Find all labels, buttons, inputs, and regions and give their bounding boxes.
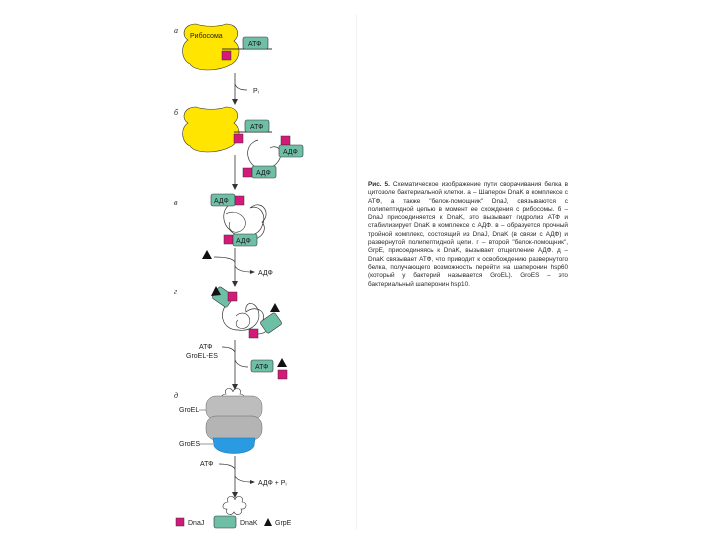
grpe-triangle <box>270 303 280 312</box>
groel-es-input-label: GroEL-ES <box>186 353 218 360</box>
dnaj-square <box>277 369 288 380</box>
stage-label-v: в <box>174 198 178 207</box>
grpe-triangle <box>211 286 221 296</box>
atp-d-label: АТФ <box>200 461 214 468</box>
legend: DnaJ DnaK GrpE <box>175 515 292 529</box>
adp-branch <box>234 265 253 273</box>
dnaj-square <box>233 133 244 144</box>
stage-label-g: г <box>174 287 177 296</box>
legend-grpe-swatch <box>264 518 272 526</box>
dnaj-square <box>280 135 291 146</box>
groes-cap <box>212 437 256 454</box>
dnak-box <box>250 359 274 373</box>
caption-divider <box>356 14 357 530</box>
stage-v: АДФ АДФ <box>210 193 267 247</box>
arrow-head <box>250 270 255 274</box>
stage-label-d: д <box>174 391 178 400</box>
release-branch <box>234 359 249 368</box>
arrow-head <box>232 492 238 498</box>
stage-b: АТФ АДФ АДФ <box>182 106 304 179</box>
groes-label: GroES <box>179 441 200 448</box>
dnak-box <box>260 312 282 334</box>
groel-ring <box>205 415 263 441</box>
adp-pi-label: АДФ + Pᵢ <box>258 480 287 487</box>
stage-d: GroEL GroES <box>179 388 263 454</box>
dnak-box <box>232 233 258 247</box>
stage-g <box>211 286 282 339</box>
ribosome-shape <box>182 23 240 71</box>
pi-branch <box>234 83 248 91</box>
dnak-atp-label: АТФ <box>248 41 262 48</box>
input-branch <box>218 463 236 470</box>
dnaj-square <box>221 50 232 61</box>
dnaj-square <box>234 195 245 206</box>
unfolded-chain <box>247 139 282 170</box>
dnak-adp-label: АДФ <box>283 149 298 156</box>
stage-label-b: б <box>174 108 179 117</box>
dnak-adp-label: АДФ <box>256 170 271 177</box>
legend-dnak-label: DnaK <box>240 520 258 527</box>
legend-grpe-label: GrpE <box>275 520 292 527</box>
legend-dnaj-label: DnaJ <box>188 520 204 527</box>
dnak-atp-label: АТФ <box>250 124 264 131</box>
dnak-adp-label: АДФ <box>236 238 251 245</box>
ribosome-shape <box>182 106 240 153</box>
caption-title: Рис. 5. <box>368 181 390 188</box>
folded-protein <box>222 496 247 515</box>
pi-label: Pᵢ <box>253 88 259 95</box>
arrow-head <box>232 184 238 190</box>
arrow-head <box>232 384 238 390</box>
caption-text: Схематическое изображение пути сворачива… <box>368 181 568 288</box>
grpe-triangle <box>202 250 212 259</box>
groel-label: GroEL <box>179 407 199 414</box>
atp-input-label: АТФ <box>199 344 213 351</box>
arrow-head <box>232 281 238 287</box>
dnaj-square <box>242 167 253 178</box>
grpe-branch <box>213 256 236 263</box>
dnak-box <box>251 165 277 179</box>
stage-a: Рибосома АТФ <box>182 23 272 71</box>
figure-caption: Рис. 5. Схематическое изображение пути с… <box>368 181 568 289</box>
dnaj-square <box>223 234 234 245</box>
dnak-box <box>278 144 304 158</box>
arrow-head <box>250 480 255 484</box>
legend-dnaj-swatch <box>175 517 185 527</box>
arrow-head <box>232 99 238 105</box>
input-branch <box>221 346 236 353</box>
grpe-triangle <box>277 358 287 367</box>
adp-release-label: АДФ <box>258 270 273 277</box>
stage-label-a: а <box>174 26 178 35</box>
dnak-adp-label: АДФ <box>214 198 229 205</box>
dnak-atp-label: АТФ <box>255 364 269 371</box>
unfolded-chain <box>235 312 251 329</box>
release-branch <box>234 475 253 483</box>
unfolded-chain <box>225 211 246 233</box>
unfolded-chain <box>222 303 268 335</box>
dnak-box <box>242 36 269 50</box>
legend-dnak-swatch <box>213 515 237 529</box>
dnaj-square <box>248 328 259 339</box>
dnaj-square <box>227 291 238 302</box>
ribosome-label: Рибосома <box>190 32 223 40</box>
unfolded-chain <box>223 201 267 240</box>
dnak-box <box>244 119 270 133</box>
